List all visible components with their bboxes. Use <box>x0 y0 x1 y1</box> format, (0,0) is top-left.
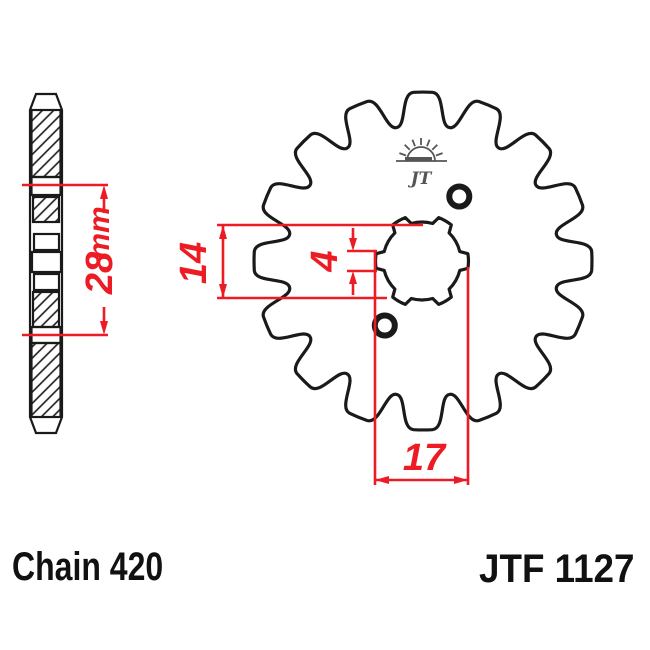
chain-size-label: Chain 420 <box>12 545 164 589</box>
dimension-28mm: 28 mm <box>22 183 121 337</box>
side-bore-rect-upper <box>32 232 61 252</box>
jt-logo: JT <box>396 138 447 189</box>
arrow-up-icon <box>219 225 227 239</box>
sun-ray-icon <box>431 144 438 151</box>
sun-ray-icon <box>435 152 443 157</box>
dim-14-value: 14 <box>173 242 215 284</box>
dimension-17: 17 <box>373 251 470 485</box>
sun-ray-icon <box>404 144 411 151</box>
sun-ray-icon <box>411 139 416 147</box>
side-view-outline <box>28 92 64 435</box>
side-hub-section-upper <box>31 195 61 224</box>
sun-icon <box>406 146 436 162</box>
dimension-4: 4 <box>304 228 377 295</box>
dim-4-value: 4 <box>304 250 346 272</box>
side-bore-rect-mid <box>30 250 63 274</box>
arrow-up-icon <box>100 185 108 199</box>
jt-logo-text: JT <box>408 169 433 189</box>
dimension-14: 14 <box>173 223 423 300</box>
side-hub-section-lower <box>31 290 61 329</box>
arrow-down-icon <box>219 284 227 298</box>
arrow-right-icon <box>454 476 468 484</box>
arrow-down-icon <box>100 321 108 335</box>
sun-ray-icon <box>426 139 431 147</box>
side-tooth-section-bottom <box>30 341 62 419</box>
arrow-left-icon <box>375 476 389 484</box>
part-number-label: JTF 1127 <box>479 547 635 591</box>
front-view: JT <box>252 90 594 432</box>
sun-shadow-bar <box>405 157 432 161</box>
bolt-hole-top-right <box>446 183 473 210</box>
arrow-up-icon <box>349 271 357 284</box>
sun-rays-icon <box>399 138 443 157</box>
sun-ray-icon <box>399 152 407 157</box>
arrow-down-icon <box>349 238 357 251</box>
side-tooth-section-top <box>30 108 62 179</box>
dim-17-value: 17 <box>403 437 447 479</box>
dim-28-unit: mm <box>83 206 116 259</box>
side-view <box>28 92 64 435</box>
side-bore-rect-lower <box>32 272 61 292</box>
dim-28-value: 28 <box>79 251 121 295</box>
